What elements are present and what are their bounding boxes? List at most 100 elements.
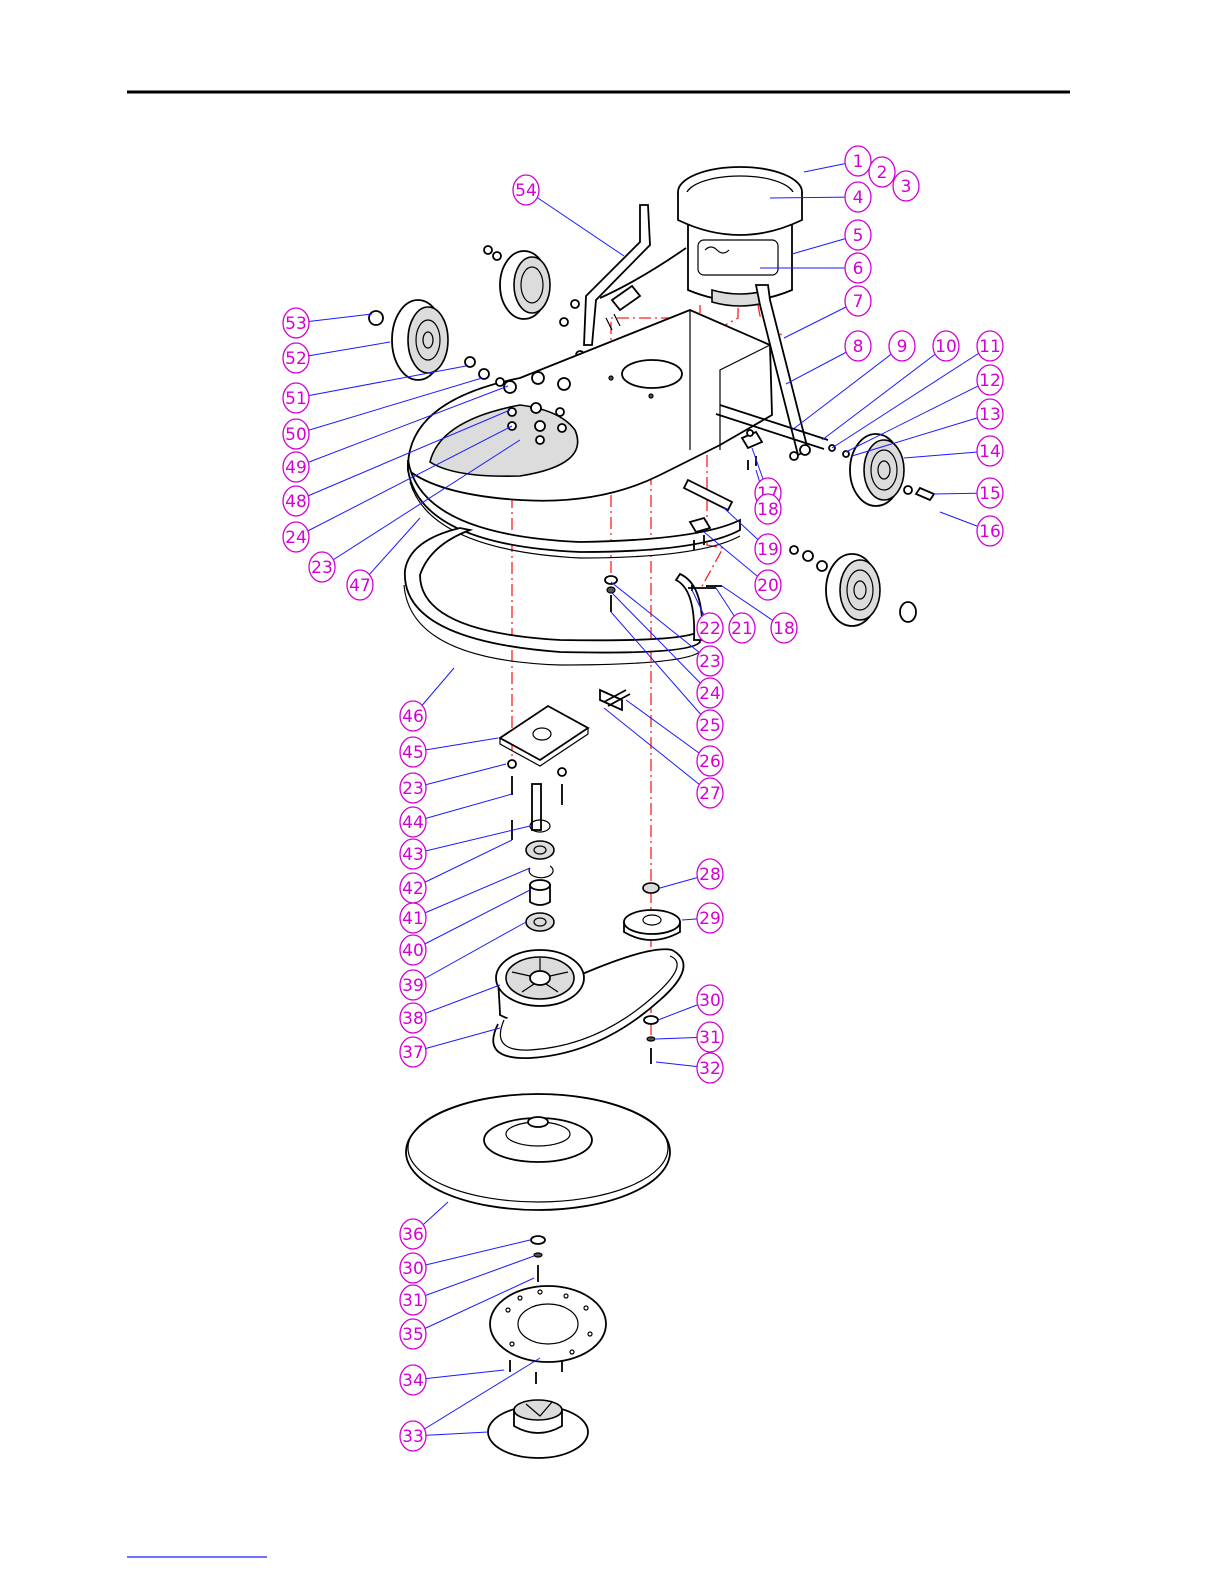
callout-23: 23: [400, 773, 426, 803]
callout-44: 44: [400, 807, 426, 837]
callout-number: 5: [853, 226, 864, 246]
callout-12: 12: [977, 365, 1003, 395]
callout-number: 25: [699, 716, 721, 736]
callout-8: 8: [845, 331, 871, 361]
callout-19: 19: [755, 534, 781, 564]
callout-40: 40: [400, 935, 426, 965]
callout-29: 29: [697, 903, 723, 933]
callout-number: 10: [935, 337, 957, 357]
callout-14: 14: [977, 436, 1003, 466]
callout-number: 9: [897, 337, 908, 357]
spindle-stack: [512, 776, 562, 931]
callout-30: 30: [400, 1253, 426, 1283]
callout-number: 30: [699, 991, 721, 1011]
callout-number: 38: [402, 1009, 424, 1029]
callout-7: 7: [845, 286, 871, 316]
callout-number: 4: [853, 188, 864, 208]
callout-24: 24: [697, 678, 723, 708]
callout-number: 24: [699, 684, 721, 704]
callout-39: 39: [400, 970, 426, 1000]
callout-number: 49: [285, 458, 307, 478]
callout-6: 6: [845, 253, 871, 283]
callout-number: 32: [699, 1059, 721, 1079]
callout-52: 52: [283, 343, 309, 373]
callout-31: 31: [697, 1022, 723, 1052]
callout-number: 18: [773, 619, 795, 639]
callout-45: 45: [400, 737, 426, 767]
callout-3: 3: [893, 171, 919, 201]
callout-15: 15: [977, 478, 1003, 508]
callout-number: 51: [285, 389, 307, 409]
callout-9: 9: [889, 331, 915, 361]
callout-35: 35: [400, 1319, 426, 1349]
callout-number: 31: [699, 1028, 721, 1048]
callout-26: 26: [697, 746, 723, 776]
callout-2: 2: [869, 157, 895, 187]
leader-line: [792, 346, 902, 430]
callout-48: 48: [283, 486, 309, 516]
callout-number: 34: [402, 1371, 424, 1391]
plate-fasteners: [531, 1236, 545, 1282]
clutch-plate: [490, 1286, 606, 1384]
callout-43: 43: [400, 839, 426, 869]
drive-plate: [406, 1094, 670, 1210]
callout-number: 22: [699, 619, 721, 639]
callout-number: 27: [699, 784, 721, 804]
callout-23: 23: [309, 552, 335, 582]
callout-number: 13: [979, 405, 1001, 425]
callout-number: 15: [979, 484, 1001, 504]
callout-number: 29: [699, 909, 721, 929]
callout-number: 2: [877, 163, 888, 183]
leader-line: [413, 840, 512, 888]
callout-31: 31: [400, 1285, 426, 1315]
leader-line: [413, 1370, 504, 1380]
callout-number: 28: [699, 865, 721, 885]
callout-37: 37: [400, 1037, 426, 1067]
callout-number: 23: [311, 558, 333, 578]
callout-38: 38: [400, 1003, 426, 1033]
callout-number: 42: [402, 879, 424, 899]
callout-number: 39: [402, 976, 424, 996]
callout-11: 11: [977, 331, 1003, 361]
callout-number: 12: [979, 371, 1001, 391]
callout-number: 20: [757, 576, 779, 596]
callout-number: 45: [402, 743, 424, 763]
callout-number: 21: [731, 619, 753, 639]
callout-number: 26: [699, 752, 721, 772]
callout-51: 51: [283, 383, 309, 413]
callout-number: 53: [285, 314, 307, 334]
callout-21: 21: [729, 613, 755, 643]
callout-18: 18: [755, 494, 781, 524]
callout-23: 23: [697, 646, 723, 676]
callout-number: 36: [402, 1225, 424, 1245]
callout-18: 18: [771, 613, 797, 643]
callout-22: 22: [697, 613, 723, 643]
callout-32: 32: [697, 1053, 723, 1083]
wheel-right-lower: [790, 546, 916, 626]
callout-number: 23: [699, 652, 721, 672]
callout-number: 43: [402, 845, 424, 865]
callout-10: 10: [933, 331, 959, 361]
callout-number: 50: [285, 425, 307, 445]
leader-line: [296, 342, 390, 358]
callout-5: 5: [845, 220, 871, 250]
wheel-left-lower: [369, 300, 504, 386]
mount-plate: [500, 706, 588, 776]
callout-16: 16: [977, 516, 1003, 546]
callout-42: 42: [400, 873, 426, 903]
leader-line: [526, 190, 624, 256]
callout-number: 18: [757, 500, 779, 520]
callout-number: 8: [853, 337, 864, 357]
leader-line: [413, 890, 530, 950]
pulley-fasteners: [644, 1016, 658, 1064]
callout-number: 40: [402, 941, 424, 961]
callout-47: 47: [347, 570, 373, 600]
callout-30: 30: [697, 985, 723, 1015]
callout-25: 25: [697, 710, 723, 740]
drive-pulley-and-belt: [493, 949, 683, 1058]
leader-line: [296, 366, 466, 398]
callout-number: 52: [285, 349, 307, 369]
callout-number: 48: [285, 492, 307, 512]
callout-number: 33: [402, 1427, 424, 1447]
